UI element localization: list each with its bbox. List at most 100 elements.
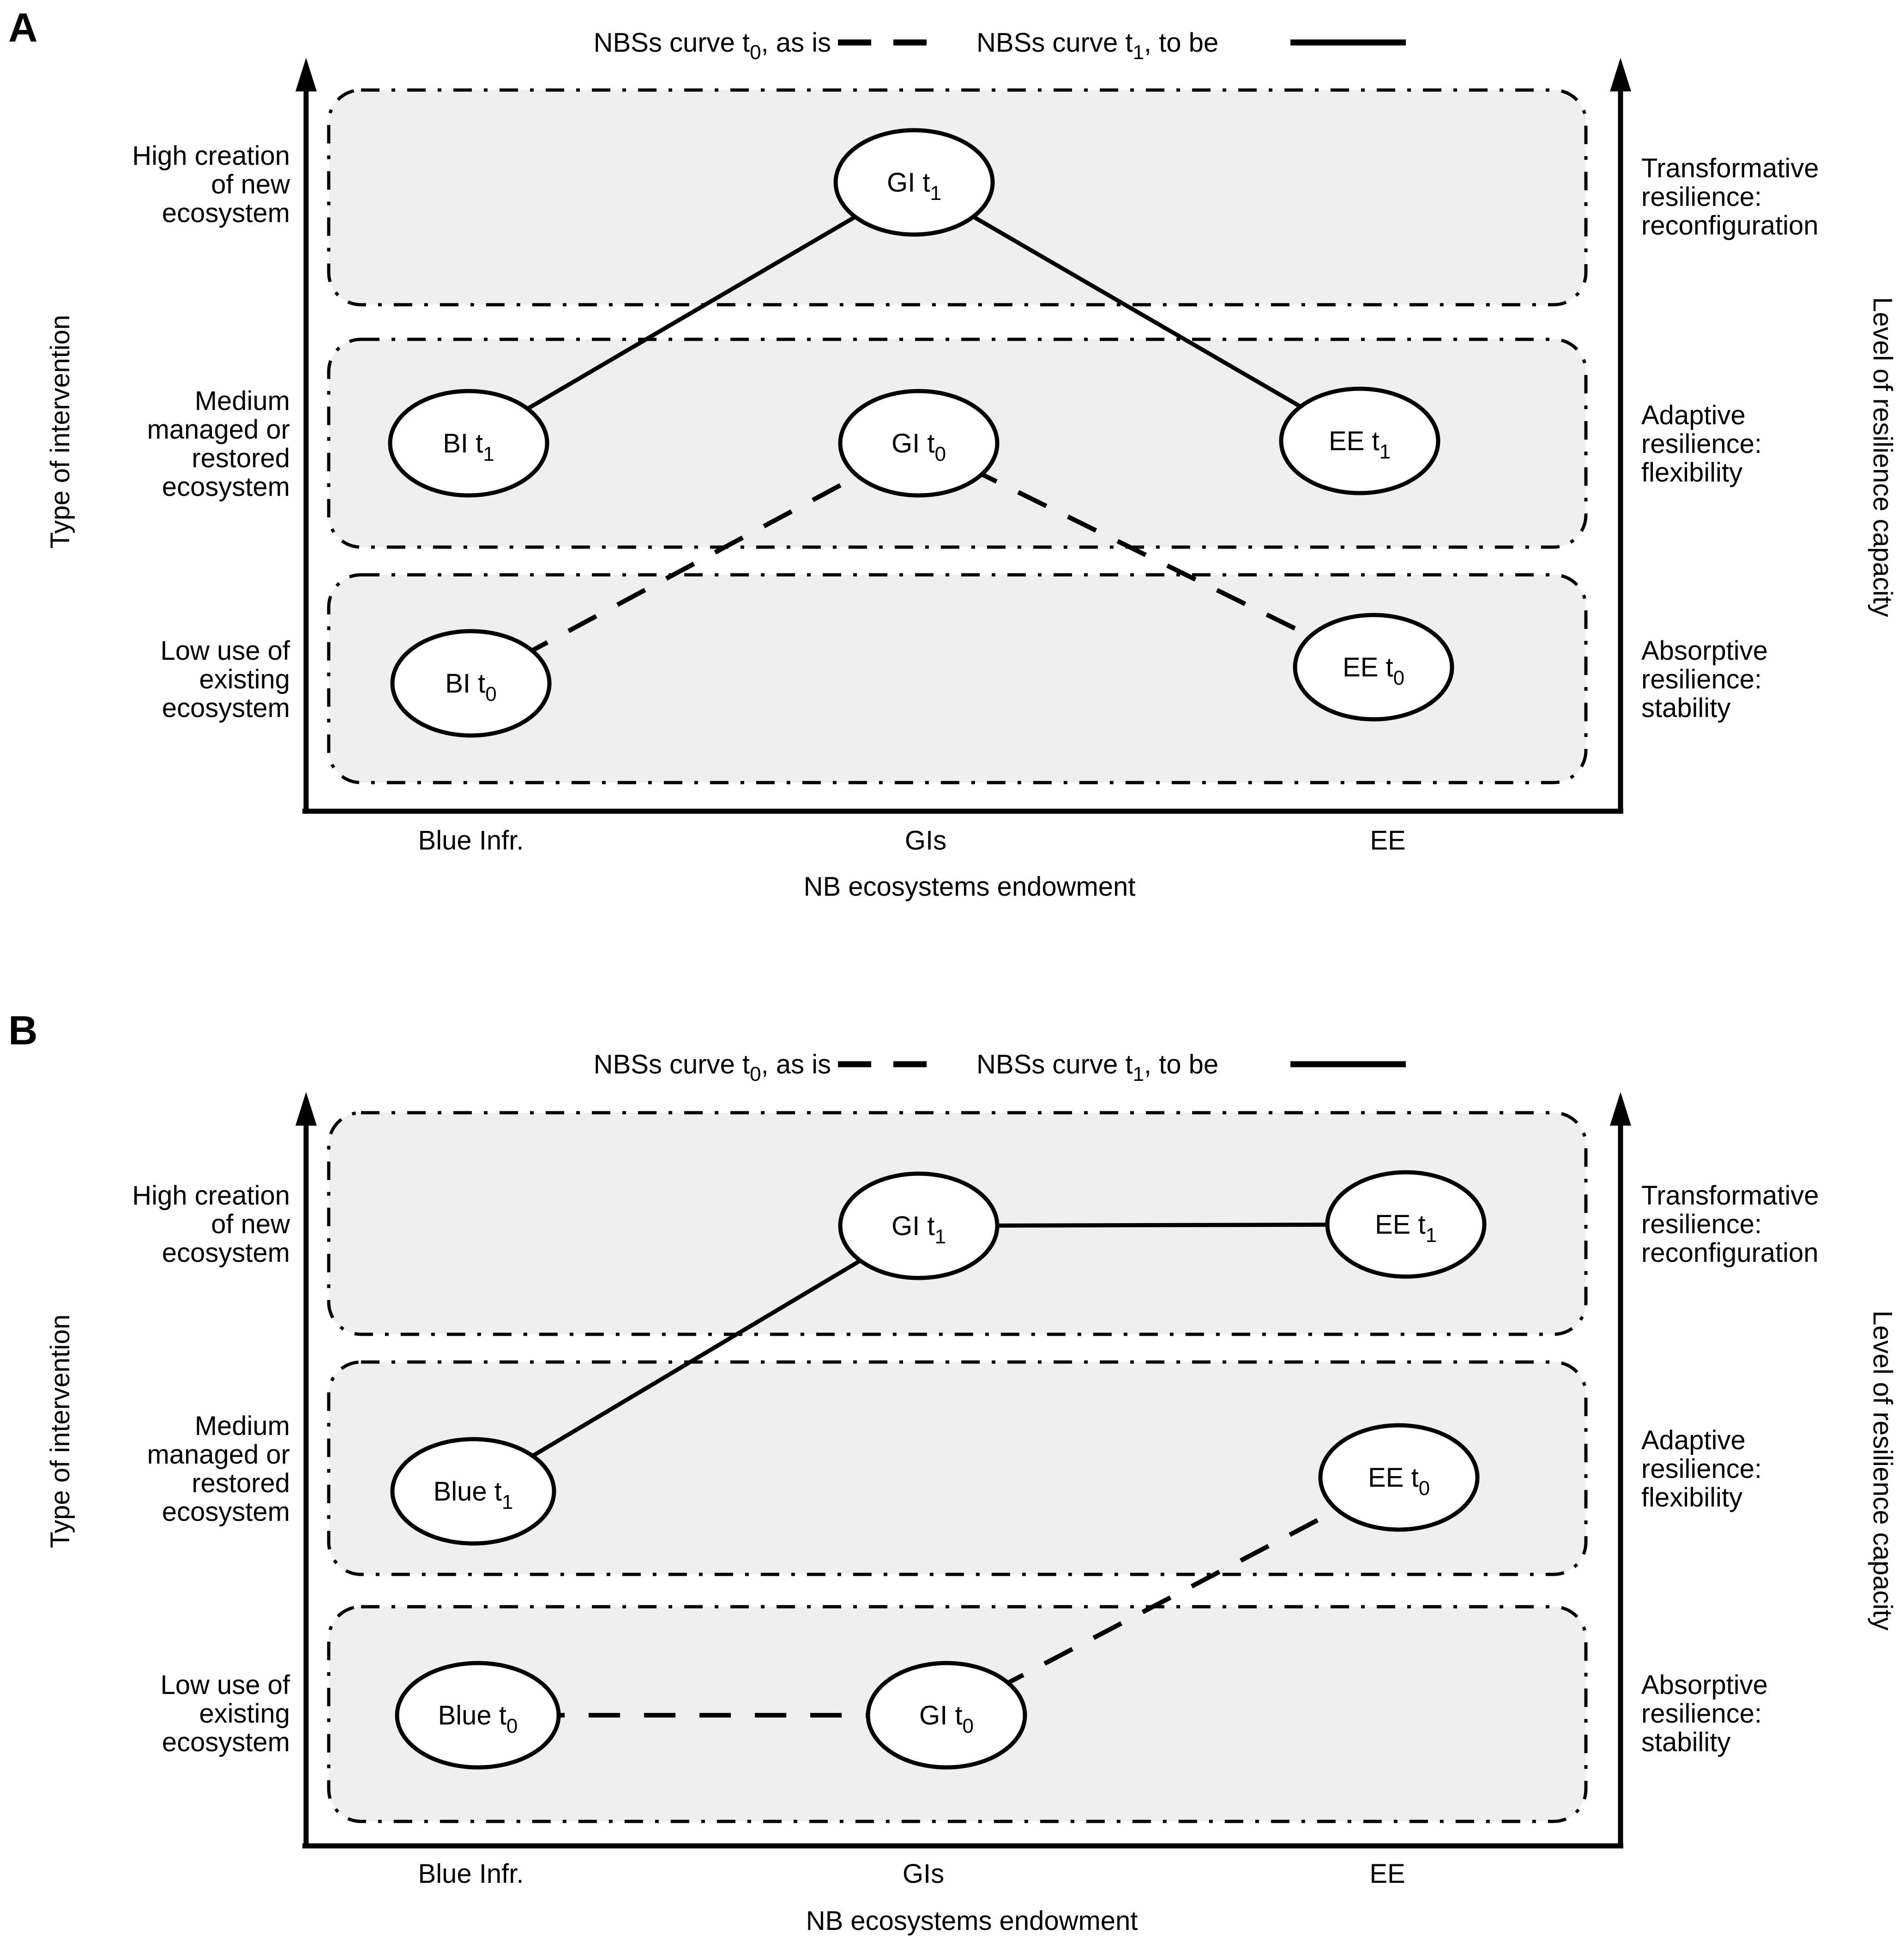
node-gi-t1-ellipse	[838, 1171, 1000, 1280]
node-ee-t1-label: EE t1	[1375, 1210, 1437, 1247]
node-gi-t0-label: GI t0	[892, 428, 946, 465]
intervention-high-line3: ecosystem	[162, 198, 290, 228]
resilience-transformative-line2: resilience:	[1641, 182, 1762, 212]
node-bi-t0: BI t0	[390, 629, 552, 738]
intervention-low-line3: ecosystem	[162, 1727, 290, 1757]
curve-t0-segment-left	[470, 441, 920, 686]
node-ee-t0: EE t0	[1318, 1423, 1480, 1532]
intervention-high-line1: High creation	[132, 1181, 290, 1211]
intervention-high-line2: of new	[211, 1209, 290, 1239]
x-tick-blue-infr: Blue Infr.	[418, 826, 524, 856]
curve-t1-segment-right	[913, 181, 1361, 443]
node-gi-t1: GI t1	[838, 1171, 1000, 1280]
resilience-label-absorptive: Absorptive resilience: stability	[1641, 636, 1768, 723]
resilience-transformative-line3: reconfiguration	[1641, 211, 1819, 241]
node-ee-t1-ellipse	[1325, 1170, 1487, 1279]
intervention-low-line1: Low use of	[160, 636, 290, 666]
band-absorptive	[327, 573, 1588, 784]
resilience-label-adaptive: Adaptive resilience: flexibility	[1641, 1425, 1762, 1513]
intervention-low-line1: Low use of	[160, 1670, 290, 1700]
left-y-axis-arrow-icon	[295, 58, 317, 91]
node-gi-t1-label: GI t1	[892, 1211, 946, 1248]
node-blue-t0: Blue t0	[395, 1661, 561, 1770]
node-gi-t0: GI t0	[866, 1661, 1027, 1770]
node-blue-t1-label: Blue t1	[434, 1477, 513, 1513]
intervention-medium-line1: Medium	[195, 1411, 290, 1441]
curve-t1-segment-left	[472, 1224, 920, 1493]
node-ee-t0-ellipse	[1293, 613, 1454, 722]
resilience-adaptive-line1: Adaptive	[1641, 400, 1746, 430]
node-blue-t0-ellipse	[395, 1661, 561, 1770]
resilience-label-transformative: Transformative resilience: reconfigurati…	[1641, 1181, 1819, 1268]
intervention-medium-line2: managed or	[147, 415, 290, 445]
intervention-high-line2: of new	[211, 169, 290, 199]
node-blue-t1-ellipse	[390, 1437, 556, 1546]
node-gi-t0-label: GI t0	[919, 1700, 974, 1737]
node-blue-t1: Blue t1	[390, 1437, 556, 1546]
panel-b-legend: NBSs curve t0, as is NBSs curve t1, to b…	[594, 1049, 1406, 1085]
intervention-medium-line1: Medium	[195, 386, 290, 416]
node-blue-t0-label: Blue t0	[438, 1700, 518, 1737]
x-tick-ee: EE	[1370, 826, 1405, 856]
intervention-label-low: Low use of existing ecosystem	[160, 636, 290, 723]
x-tick-ee: EE	[1369, 1859, 1405, 1889]
legend-item-t0-label: NBSs curve t0, as is	[594, 1049, 831, 1085]
node-gi-t1-label: GI t1	[887, 168, 941, 205]
intervention-medium-line3: restored	[192, 443, 290, 473]
resilience-transformative-line1: Transformative	[1641, 1181, 1819, 1211]
node-bi-t0-ellipse	[390, 629, 552, 738]
panel-a: A NBSs curve t0, as is NBSs curve t1, to…	[8, 5, 1898, 902]
intervention-low-line2: existing	[199, 664, 290, 694]
resilience-absorptive-line1: Absorptive	[1641, 636, 1768, 666]
x-tick-blue-infr: Blue Infr.	[418, 1859, 524, 1889]
node-gi-t1: GI t1	[833, 128, 995, 237]
intervention-label-medium: Medium managed or restored ecosystem	[147, 386, 290, 502]
panel-a-letter: A	[8, 5, 38, 50]
node-bi-t1-label: BI t1	[443, 428, 494, 465]
y-axis-title-left: Type of intervention	[45, 315, 75, 549]
intervention-medium-line2: managed or	[147, 1440, 290, 1470]
resilience-absorptive-line3: stability	[1641, 1727, 1730, 1757]
intervention-medium-line3: restored	[192, 1468, 290, 1498]
intervention-low-line3: ecosystem	[162, 693, 290, 723]
intervention-low-line2: existing	[199, 1699, 290, 1729]
node-ee-t0-label: EE t0	[1368, 1463, 1430, 1500]
resilience-absorptive-line2: resilience:	[1641, 1699, 1762, 1729]
panel-b-letter: B	[8, 1007, 38, 1053]
node-ee-t0: EE t0	[1293, 613, 1454, 722]
resilience-transformative-line3: reconfiguration	[1641, 1238, 1819, 1268]
node-ee-t1-ellipse	[1279, 386, 1440, 495]
resilience-absorptive-line3: stability	[1641, 693, 1730, 723]
curve-t1-segment-right	[918, 1222, 1406, 1228]
resilience-absorptive-line2: resilience:	[1641, 664, 1762, 694]
intervention-high-line1: High creation	[132, 141, 290, 171]
resilience-adaptive-line1: Adaptive	[1641, 1425, 1746, 1455]
node-ee-t1: EE t1	[1279, 386, 1440, 495]
right-y-axis-arrow-icon	[1610, 58, 1631, 91]
intervention-medium-line4: ecosystem	[162, 472, 290, 502]
intervention-label-high: High creation of new ecosystem	[132, 1181, 290, 1268]
node-bi-t0-label: BI t0	[445, 669, 497, 705]
node-ee-t0-ellipse	[1318, 1423, 1480, 1532]
x-tick-gis: GIs	[905, 826, 946, 856]
resilience-transformative-line2: resilience:	[1641, 1209, 1762, 1239]
curve-t0-segment-right	[945, 1475, 1400, 1718]
right-y-axis-arrow-icon	[1610, 1092, 1631, 1126]
node-bi-t1: BI t1	[388, 389, 549, 498]
legend-item-t1-label: NBSs curve t1, to be	[976, 1049, 1218, 1085]
intervention-label-high: High creation of new ecosystem	[132, 141, 290, 228]
y-axis-title-right: Level of resilience capacity	[1868, 1310, 1898, 1630]
node-ee-t1: EE t1	[1325, 1170, 1487, 1279]
resilience-adaptive-line2: resilience:	[1641, 1454, 1762, 1484]
curve-t0-segment-right	[917, 441, 1375, 669]
legend-item-t1-label: NBSs curve t1, to be	[976, 28, 1218, 64]
panel-a-legend: NBSs curve t0, as is NBSs curve t1, to b…	[594, 28, 1406, 64]
resilience-adaptive-line3: flexibility	[1641, 458, 1742, 488]
panel-b: B NBSs curve t0, as is NBSs curve t1, to…	[8, 1007, 1898, 1936]
resilience-label-adaptive: Adaptive resilience: flexibility	[1641, 400, 1762, 488]
node-gi-t1-ellipse	[833, 128, 995, 237]
node-gi-t0-ellipse	[866, 1661, 1027, 1770]
resilience-label-transformative: Transformative resilience: reconfigurati…	[1641, 153, 1819, 241]
left-y-axis-arrow-icon	[295, 1092, 317, 1126]
